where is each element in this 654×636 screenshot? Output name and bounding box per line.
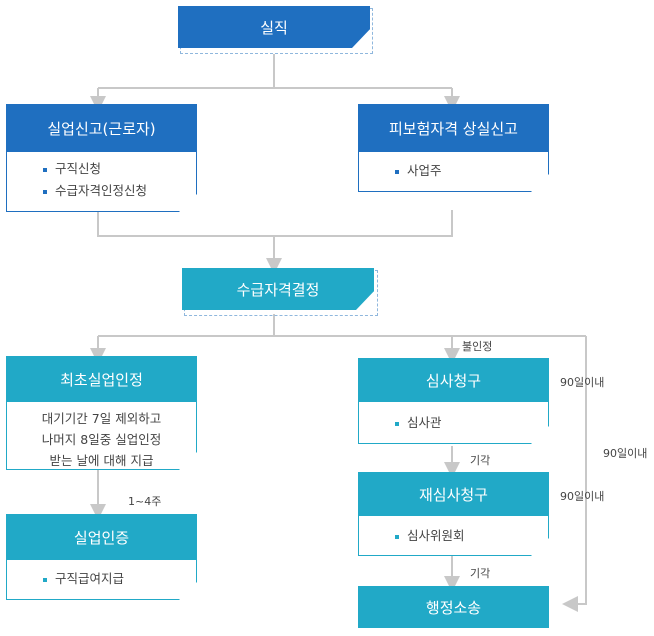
edge-silgik-split (98, 54, 452, 89)
re-review-request-title: 재심사청구 (358, 472, 549, 516)
first-recognition-line: 받는 날에 대해 지급 (49, 453, 154, 468)
administrative-lawsuit-node: 행정소송 (358, 586, 549, 628)
first-recognition-panel: 대기기간 7일 제외하고 나머지 8일중 실업인정 받는 날에 대해 지급 (6, 402, 197, 470)
insured-loss-title: 피보험자격 상실신고 (358, 104, 549, 152)
edge-decision-split (98, 314, 586, 337)
first-recognition-title: 최초실업인정 (6, 356, 197, 402)
re-review-request-panel: 심사위원회 (358, 516, 549, 556)
bullet-item: 구직급여지급 (43, 568, 196, 590)
unemployment-report-title: 실업신고(근로자) (6, 104, 197, 152)
first-recognition-line: 대기기간 7일 제외하고 (41, 411, 162, 426)
label-not-recognized: 불인정 (462, 340, 493, 353)
unemployment-report-panel: 구직신청 수급자격인정신청 (6, 152, 197, 212)
insured-loss-panel: 사업주 (358, 152, 549, 192)
edge-side-route (562, 336, 587, 612)
review-request-panel: 심사관 (358, 402, 549, 444)
bullet-item: 심사위원회 (395, 525, 548, 547)
bullet-item: 사업주 (395, 160, 548, 182)
label-dismissed-1: 기각 (470, 454, 491, 467)
unemployment-certification-title: 실업인증 (6, 514, 197, 560)
bullet-item: 심사관 (395, 412, 548, 434)
label-within-90-review: 90일이내 (560, 376, 605, 389)
first-recognition-line: 나머지 8일중 실업인정 (41, 432, 162, 447)
label-weeks: 1~4주 (128, 495, 162, 508)
bullet-item: 수급자격인정신청 (43, 180, 196, 202)
edge-merge (97, 210, 453, 266)
silgik-node: 실직 (178, 6, 370, 48)
label-within-90-side: 90일이내 (603, 447, 648, 460)
eligibility-decision-node: 수급자격결정 (182, 268, 374, 310)
unemployment-certification-panel: 구직급여지급 (6, 560, 197, 600)
label-within-90-re-review: 90일이내 (560, 490, 605, 503)
bullet-item: 구직신청 (43, 158, 196, 180)
label-dismissed-2: 기각 (470, 567, 491, 580)
review-request-title: 심사청구 (358, 358, 549, 402)
